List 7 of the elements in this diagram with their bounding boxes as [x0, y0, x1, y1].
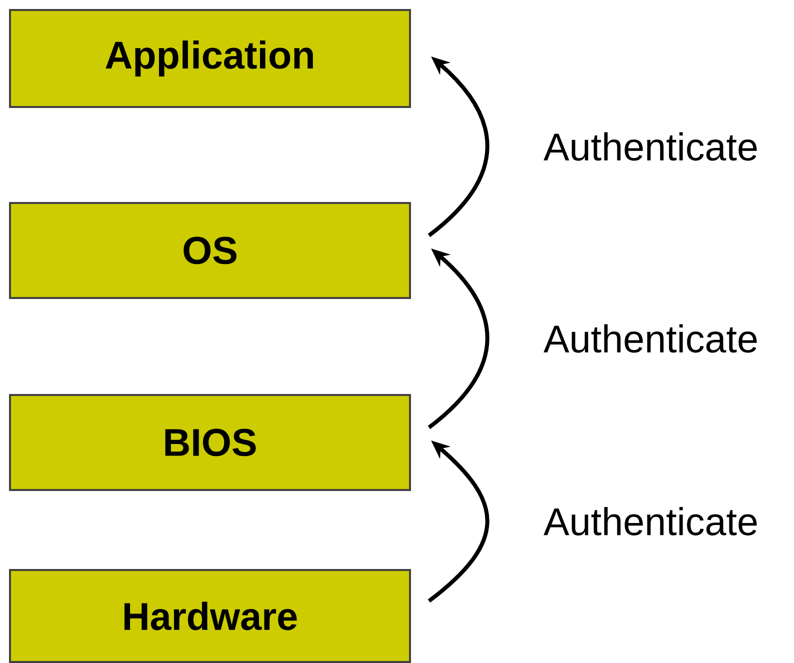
layer-box: Application	[9, 9, 411, 108]
layer-box: Hardware	[9, 569, 411, 663]
layer-box: BIOS	[9, 394, 411, 491]
edge-label: Authenticate	[542, 506, 760, 537]
edge-label: Authenticate	[542, 322, 760, 354]
layer-box: OS	[9, 202, 411, 299]
edge-label: Authenticate	[542, 130, 760, 162]
